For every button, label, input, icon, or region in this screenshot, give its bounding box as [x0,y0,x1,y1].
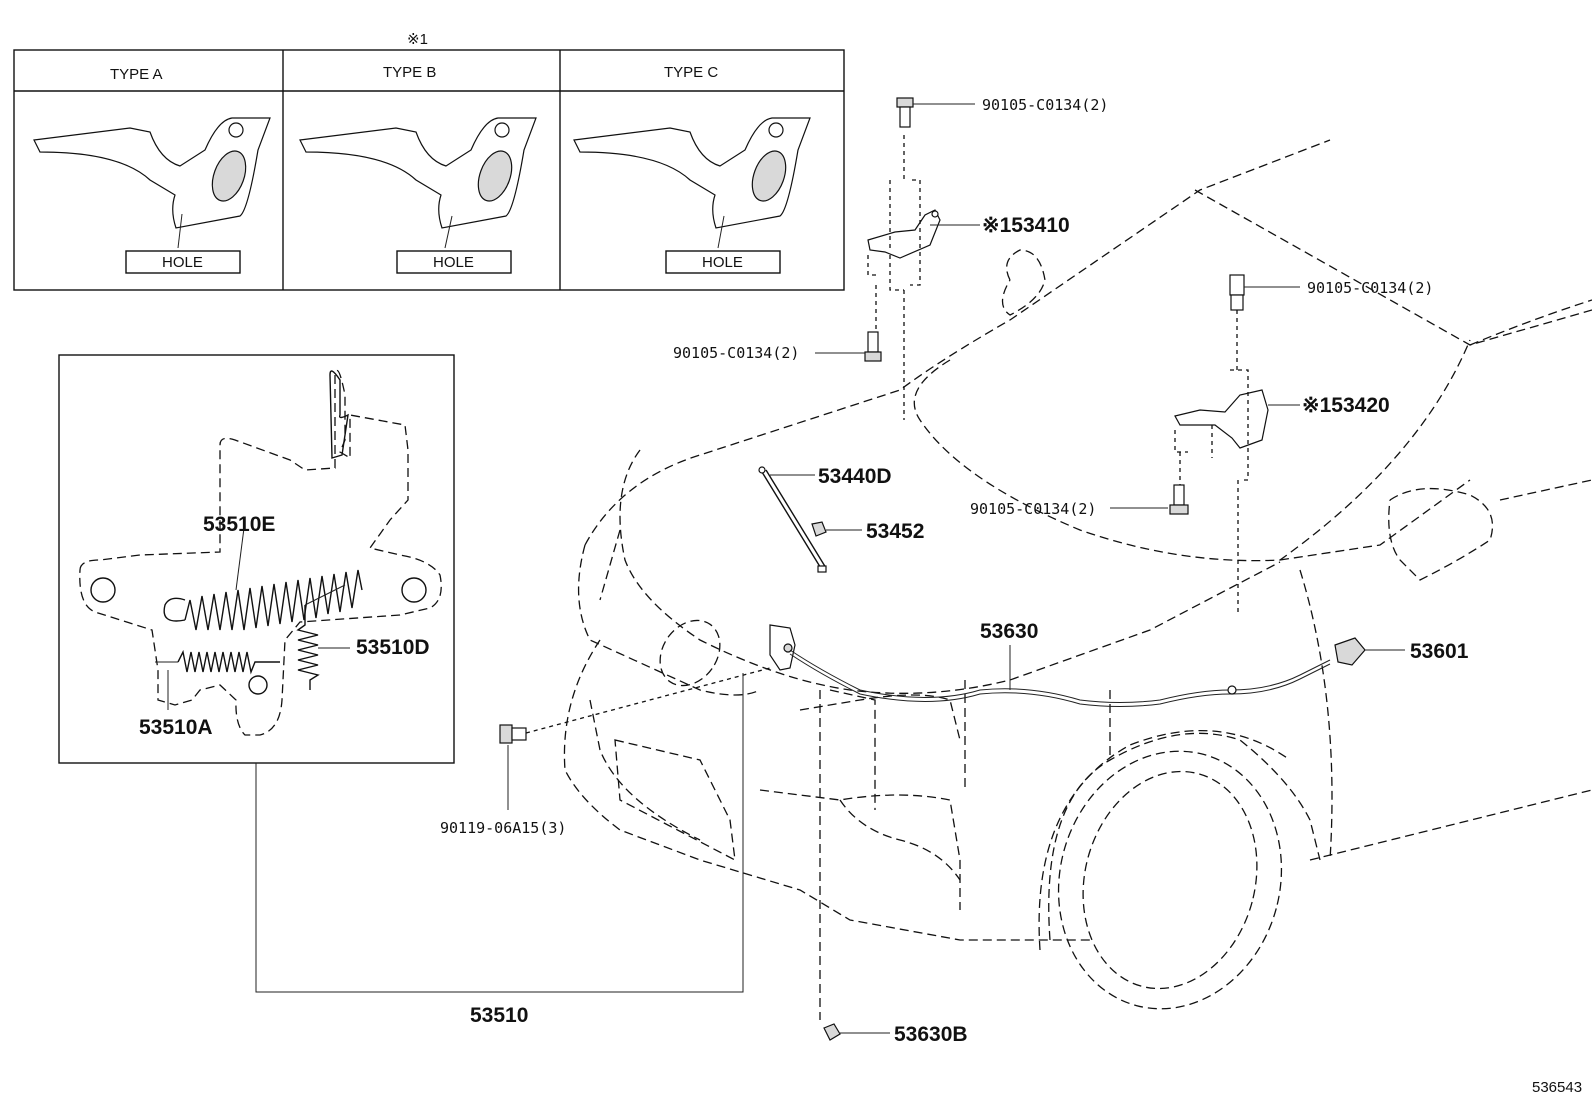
hood-lock-detail: 53510E 53510D 53510A [58,354,455,764]
hood-support-rod: 53440D [758,465,892,573]
label-bolt-left-top: 90105-C0134(2) [982,96,1108,114]
diagram-code: 536543 [1532,1079,1582,1096]
type-c-hinge-illustration: HOLE [573,117,811,274]
type-a-hinge-illustration: HOLE [33,117,271,274]
label-bolt-lock: 90119-06A15(3) [440,819,566,837]
bolt-hinge-left-top: 90105-C0134(2) [896,96,1108,128]
vehicle-outline [563,139,1592,1020]
bolt-hinge-right-top: 90105-C0134(2) [1229,274,1433,311]
label-53630: 53630 [980,620,1038,643]
hood-release-lever: 53601 [1334,637,1469,666]
label-53601: 53601 [1410,640,1469,663]
label-53440D: 53440D [818,465,892,488]
rod-holder: 53452 [811,520,924,543]
label-bolt-right-bottom: 90105-C0134(2) [970,500,1096,518]
label-bolt-left-bottom: 90105-C0134(2) [673,344,799,362]
label-53510E: 53510E [203,513,275,536]
hood-hinge-right [1174,310,1269,615]
label-hinge-right: ※153420 [1302,394,1390,417]
hood-hinge-left [867,135,941,420]
type-c-hole-label: HOLE [702,254,743,271]
type-b-hinge-illustration: HOLE [299,117,537,274]
hood-release-cable: 53630 [789,620,1331,707]
type-a-title: TYPE A [110,66,163,83]
label-53510A: 53510A [139,716,213,739]
label-53510D: 53510D [356,636,430,659]
cable-clamp: 53630B [823,1023,968,1046]
type-c-title: TYPE C [664,64,718,81]
bolt-lock: 90119-06A15(3) [440,667,771,837]
hood-lock-assembly [769,624,796,671]
label-hinge-left: ※153410 [982,214,1070,237]
label-53630B: 53630B [894,1023,968,1046]
type-b-title: TYPE B [383,64,436,81]
type-variants-table: ※1 TYPE A TYPE B TYPE C HOLE HOLE [13,31,845,291]
type-b-hole-label: HOLE [433,254,474,271]
lock-assembly-bracket [255,673,744,993]
bolt-hinge-right-bottom: 90105-C0134(2) [970,484,1189,518]
type-a-hole-label: HOLE [162,254,203,271]
label-bolt-right-top: 90105-C0134(2) [1307,279,1433,297]
reference-mark: ※1 [407,31,428,48]
label-53510: 53510 [470,1004,528,1027]
bolt-hinge-left-bottom: 90105-C0134(2) [673,331,882,362]
label-53452: 53452 [866,520,924,543]
